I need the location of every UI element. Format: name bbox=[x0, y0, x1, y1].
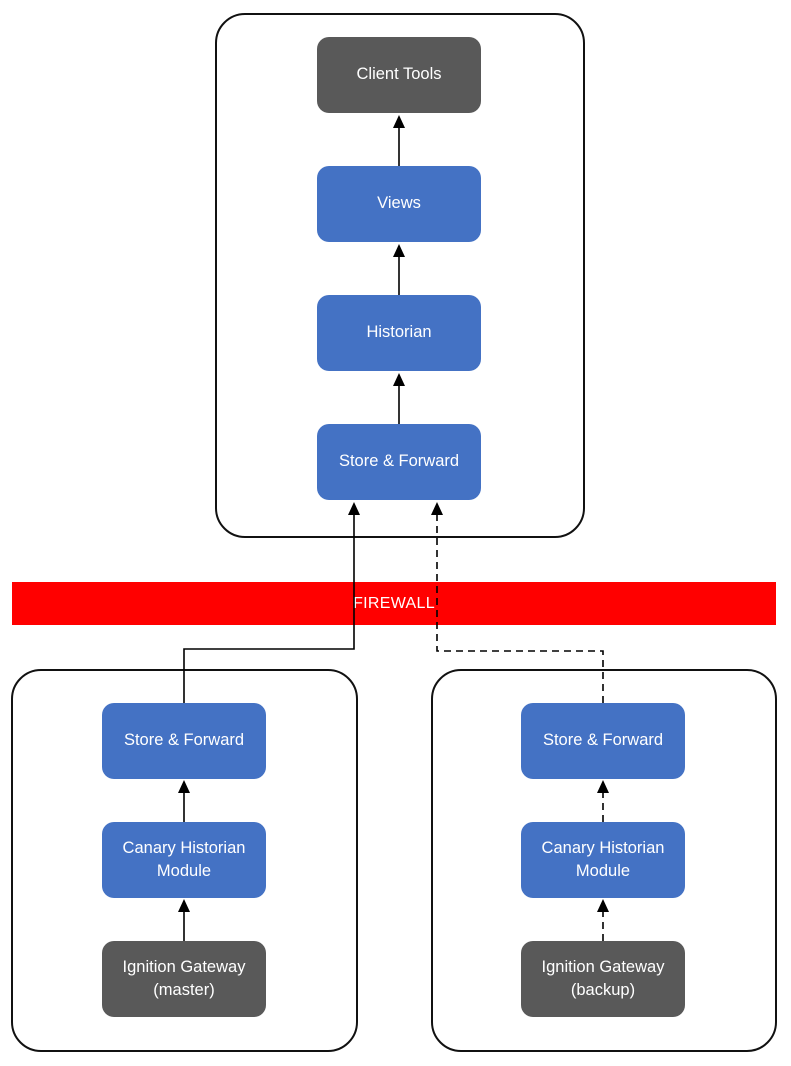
firewall-label: FIREWALL bbox=[353, 594, 435, 612]
backup-gateway-node: Ignition Gateway (backup) bbox=[521, 941, 685, 1017]
backup-canary-module-node: Canary Historian Module bbox=[521, 822, 685, 898]
arrow-master-to-central-storeforward bbox=[183, 504, 355, 703]
backup-gateway-label: Ignition Gateway (backup) bbox=[541, 957, 665, 999]
client-tools-label: Client Tools bbox=[356, 65, 442, 84]
arrowhead bbox=[393, 373, 405, 386]
historian-node: Historian bbox=[317, 295, 481, 371]
master-canary-module-label: Canary Historian Module bbox=[122, 838, 246, 880]
central-server-frame bbox=[215, 13, 585, 538]
views-node: Views bbox=[317, 166, 481, 242]
client-tools-node: Client Tools bbox=[317, 37, 481, 113]
master-store-forward-label: Store & Forward bbox=[123, 731, 245, 750]
arrowhead bbox=[393, 115, 405, 128]
arrowhead bbox=[431, 502, 443, 515]
backup-site-frame bbox=[431, 669, 777, 1052]
arrowhead bbox=[393, 244, 405, 257]
master-gateway-node: Ignition Gateway (master) bbox=[102, 941, 266, 1017]
backup-store-forward-label: Store & Forward bbox=[542, 731, 664, 750]
arrowhead bbox=[597, 780, 609, 793]
arrowhead bbox=[178, 899, 190, 912]
arrow-backup-to-central-storeforward bbox=[436, 504, 604, 703]
master-canary-module-node: Canary Historian Module bbox=[102, 822, 266, 898]
master-store-forward-node: Store & Forward bbox=[102, 703, 266, 779]
arrowhead bbox=[597, 899, 609, 912]
master-gateway-label: Ignition Gateway (master) bbox=[122, 957, 246, 999]
firewall-band: FIREWALL bbox=[12, 582, 776, 625]
arrowhead bbox=[178, 780, 190, 793]
central-store-forward-node: Store & Forward bbox=[317, 424, 481, 500]
historian-label: Historian bbox=[366, 323, 432, 342]
central-store-forward-label: Store & Forward bbox=[338, 452, 460, 471]
backup-canary-module-label: Canary Historian Module bbox=[541, 838, 665, 880]
backup-store-forward-node: Store & Forward bbox=[521, 703, 685, 779]
views-label: Views bbox=[377, 194, 421, 213]
arrowhead bbox=[348, 502, 360, 515]
